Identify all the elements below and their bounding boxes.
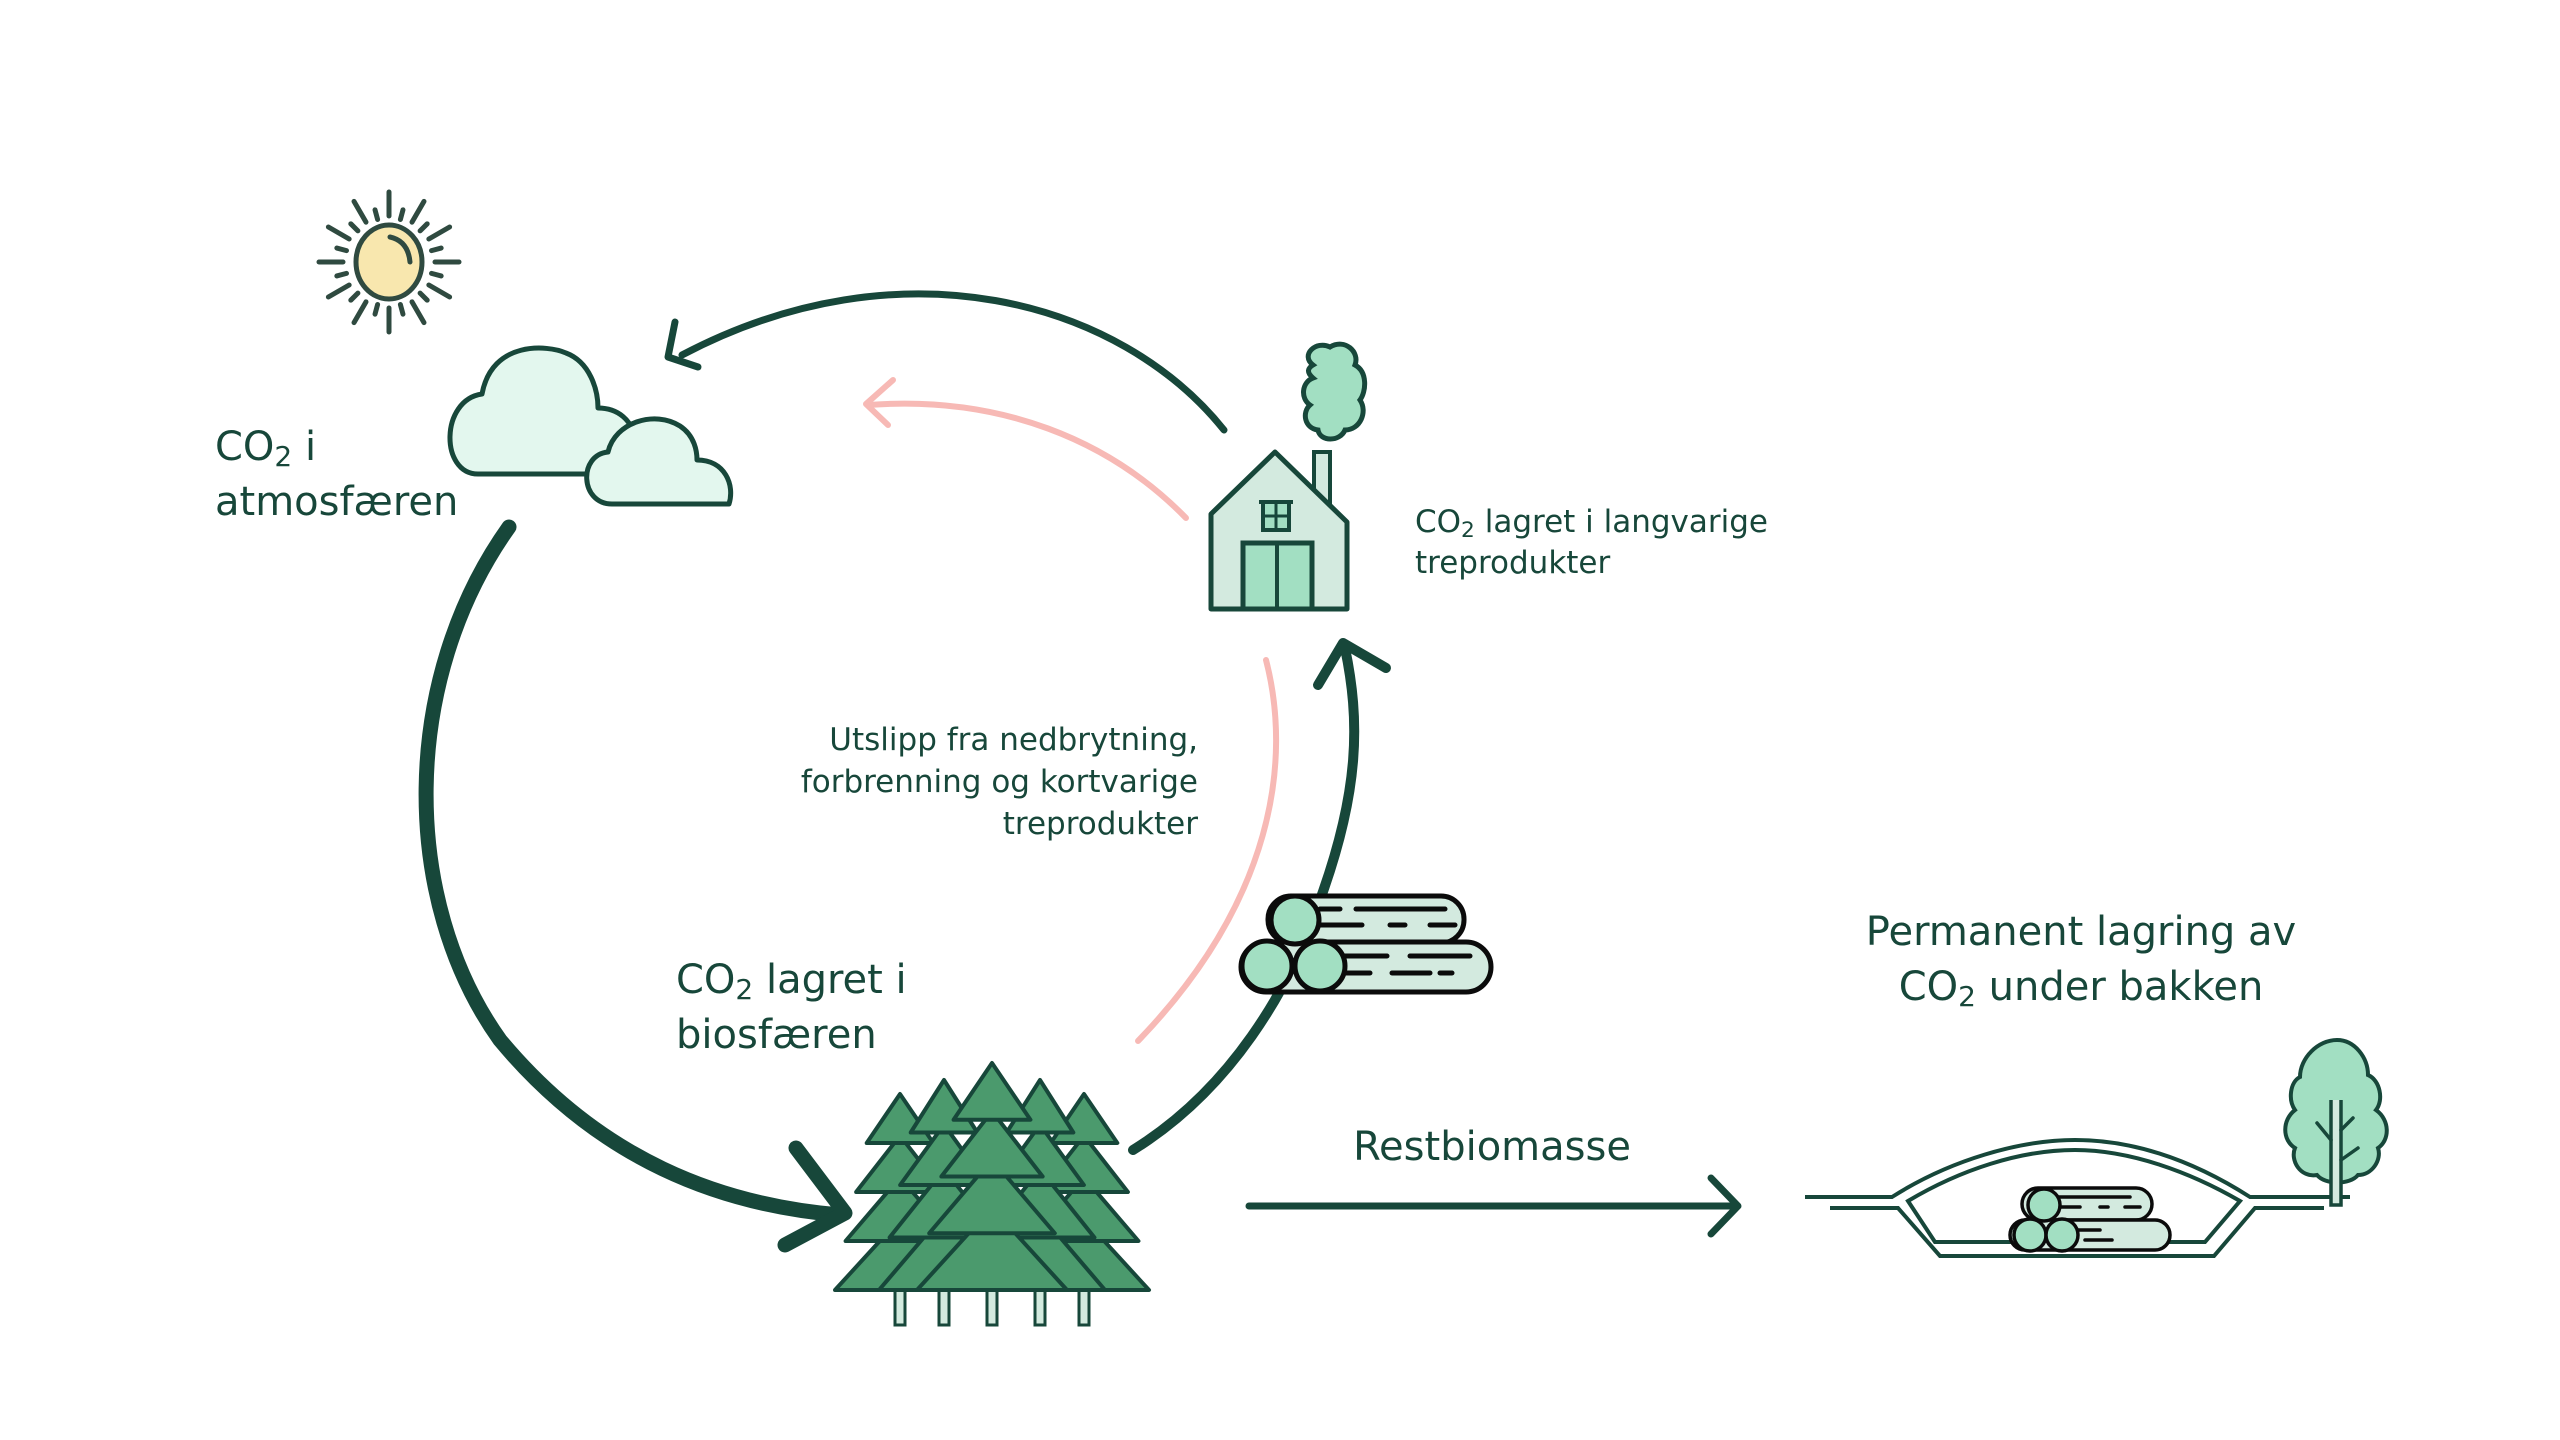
sun-ray	[397, 207, 406, 222]
sun-ray	[426, 224, 453, 242]
sun-ray	[409, 299, 427, 326]
svg-text:CO2 under bakken: CO2 under bakken	[1899, 964, 2264, 1013]
sun-ray	[417, 221, 430, 234]
label-atmosphere: CO2 i atmosfæren	[215, 424, 458, 525]
sun-ray	[348, 221, 361, 234]
svg-text:biosfæren: biosfæren	[676, 1012, 877, 1058]
arrow-atmosphere-to-biosphere	[418, 519, 853, 1253]
label-permanent-storage: Permanent lagring av CO2 under bakken	[1866, 909, 2296, 1013]
deciduous-tree-icon	[2283, 1037, 2389, 1207]
svg-text:treprodukter: treprodukter	[1415, 545, 1611, 581]
label-residual-biomass: Restbiomasse	[1353, 1124, 1631, 1170]
sun-ray	[351, 198, 369, 225]
underground-storage-icon	[1805, 1137, 2350, 1258]
sun-ray	[334, 245, 349, 254]
sun-ray	[397, 302, 406, 317]
sun-ray	[429, 245, 444, 254]
svg-text:Permanent lagring av: Permanent lagring av	[1866, 909, 2296, 955]
label-biosphere: CO2 lagret i biosfæren	[676, 957, 907, 1058]
forest-icon	[833, 1061, 1151, 1327]
label-long-lived-products: CO2 lagret i langvarige treprodukter	[1415, 504, 1768, 581]
sun-ray	[409, 198, 427, 225]
clouds-icon	[447, 345, 734, 507]
sun-ray	[351, 299, 369, 326]
sun-ray	[372, 207, 381, 222]
svg-text:CO2 lagret i langvarige: CO2 lagret i langvarige	[1415, 504, 1768, 543]
sun-icon	[316, 189, 462, 335]
svg-text:CO2 lagret i: CO2 lagret i	[676, 957, 907, 1006]
house-icon	[1208, 341, 1368, 612]
conifer-tree	[915, 1061, 1069, 1327]
svg-text:treprodukter: treprodukter	[1003, 806, 1199, 842]
svg-text:forbrenning og kortvarige: forbrenning og kortvarige	[801, 764, 1198, 800]
sun-ray	[417, 290, 430, 303]
sun-ray	[325, 224, 352, 242]
sun-ray	[334, 270, 349, 279]
arrow-products-to-atmosphere	[664, 290, 1228, 434]
arrow-residual-biomass	[1245, 1174, 1742, 1238]
sun-ray	[429, 270, 444, 279]
emissions-arrow	[863, 377, 1280, 1044]
smoke-icon	[1301, 341, 1368, 442]
buried-logs-icon	[2008, 1186, 2172, 1253]
sun-ray	[348, 290, 361, 303]
label-emissions: Utslipp fra nedbrytning, forbrenning og …	[801, 722, 1198, 842]
svg-text:atmosfæren: atmosfæren	[215, 479, 458, 525]
log-pile-icon	[1238, 893, 1494, 995]
sun-ray	[325, 282, 352, 300]
svg-text:CO2 i: CO2 i	[215, 424, 316, 473]
sun-ray	[426, 282, 453, 300]
svg-text:Utslipp fra nedbrytning,: Utslipp fra nedbrytning,	[829, 722, 1198, 758]
sun-ray	[372, 302, 381, 317]
